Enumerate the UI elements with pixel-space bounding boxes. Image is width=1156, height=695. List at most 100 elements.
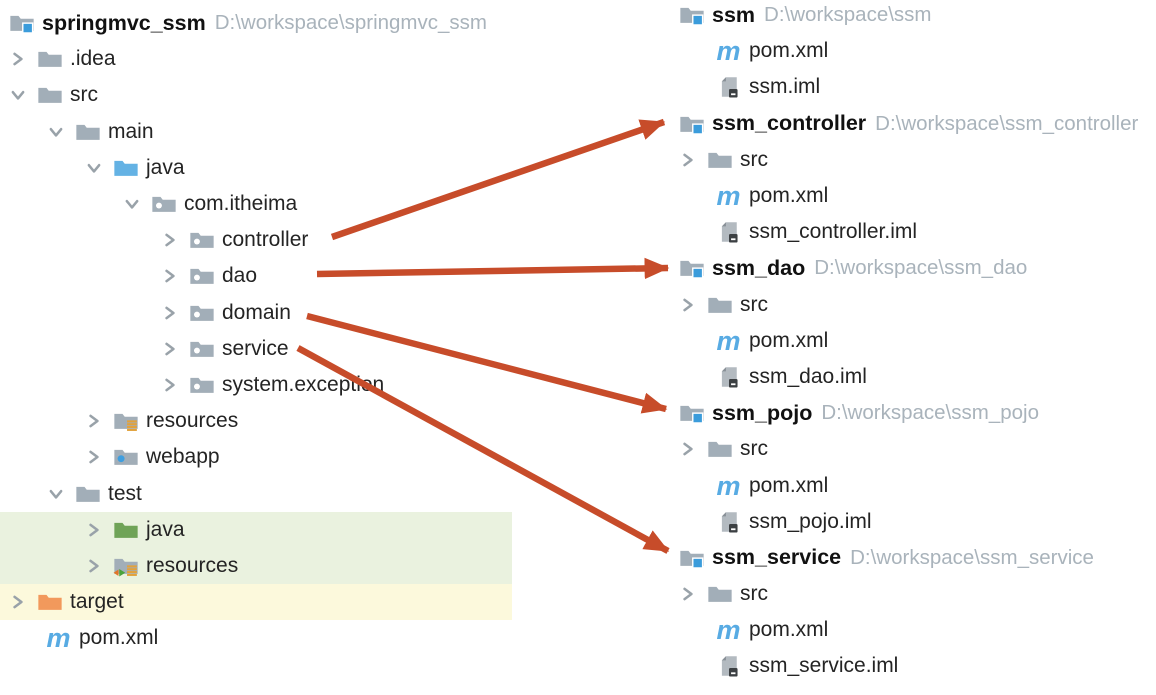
folder-icon — [706, 148, 733, 171]
chevron-right-icon[interactable] — [10, 48, 36, 70]
tree-item-ssm-service-iml[interactable]: ssm_service.iml — [670, 648, 1156, 684]
tree-item-resources-test[interactable]: resources — [0, 547, 512, 584]
package-icon — [188, 229, 215, 252]
project-name: springmvc_ssm — [42, 10, 206, 35]
tree-item-system-exception[interactable]: system.exception — [0, 367, 512, 403]
resources-folder-icon — [112, 410, 139, 433]
chevron-right-icon[interactable] — [10, 591, 36, 613]
tree-item-dao[interactable]: dao — [0, 258, 512, 294]
chevron-right-icon[interactable] — [86, 555, 112, 577]
chevron-spacer — [680, 221, 706, 243]
tree-item-ssm-pom[interactable]: m pom.xml — [670, 33, 1156, 69]
tree-item-ssm-controller-src[interactable]: src — [670, 142, 1156, 178]
chevron-down-icon[interactable] — [48, 121, 74, 143]
tree-item-ssm-pojo[interactable]: ssm_pojo D:\workspace\ssm_pojo — [670, 395, 1156, 431]
chevron-right-icon[interactable] — [86, 519, 112, 541]
chevron-right-icon[interactable] — [680, 149, 706, 171]
tree-item-src[interactable]: src — [0, 77, 512, 113]
tree-item-ssm-pojo-iml[interactable]: ssm_pojo.iml — [670, 504, 1156, 540]
tree-item-pom-xml[interactable]: m pom.xml — [0, 620, 512, 656]
tree-item-ssm-service[interactable]: ssm_service D:\workspace\ssm_service — [670, 540, 1156, 576]
project-path: D:\workspace\ssm_pojo — [821, 401, 1039, 425]
tree-item-resources-main[interactable]: resources — [0, 403, 512, 439]
project-path: D:\workspace\springmvc_ssm — [214, 11, 487, 35]
chevron-spacer — [680, 40, 706, 62]
tree-item-service[interactable]: service — [0, 331, 512, 367]
project-path: D:\workspace\ssm_controller — [875, 111, 1139, 135]
tree-item-ssm-service-pom[interactable]: m pom.xml — [670, 612, 1156, 648]
folder-icon — [36, 84, 63, 107]
webapp-folder-icon — [112, 446, 139, 469]
project-name: ssm_service — [712, 545, 842, 570]
iml-file-icon — [715, 510, 742, 533]
chevron-spacer — [680, 185, 706, 207]
chevron-right-icon[interactable] — [162, 229, 188, 251]
tree-item-ssm-dao-src[interactable]: src — [670, 287, 1156, 323]
project-path: D:\workspace\ssm_service — [850, 545, 1094, 569]
tree-item-domain[interactable]: domain — [0, 295, 512, 331]
chevron-right-icon[interactable] — [162, 302, 188, 324]
tree-item-java-main[interactable]: java — [0, 150, 512, 186]
tree-item-com-itheima[interactable]: com.itheima — [0, 186, 512, 222]
chevron-down-icon[interactable] — [10, 84, 36, 106]
tree-item-ssm-dao-iml[interactable]: ssm_dao.iml — [670, 359, 1156, 395]
chevron-right-icon[interactable] — [162, 338, 188, 360]
package-icon — [188, 265, 215, 288]
tree-item-ssm-controller-iml[interactable]: ssm_controller.iml — [670, 214, 1156, 250]
package-icon — [188, 373, 215, 396]
tree-item-target[interactable]: target — [0, 584, 512, 621]
maven-icon: m — [716, 36, 741, 67]
tree-item-idea[interactable]: .idea — [0, 41, 512, 77]
project-name: ssm — [712, 2, 756, 27]
project-name: ssm_controller — [712, 111, 867, 136]
chevron-right-icon[interactable] — [680, 583, 706, 605]
tree-item-ssm-dao[interactable]: ssm_dao D:\workspace\ssm_dao — [670, 250, 1156, 286]
tree-item-ssm-pojo-src[interactable]: src — [670, 431, 1156, 467]
chevron-spacer — [680, 330, 706, 352]
tree-item-springmvc-ssm[interactable]: springmvc_ssm D:\workspace\springmvc_ssm — [0, 5, 512, 41]
chevron-spacer — [680, 366, 706, 388]
tree-item-ssm-controller-pom[interactable]: m pom.xml — [670, 178, 1156, 214]
folder-icon — [706, 438, 733, 461]
chevron-spacer — [680, 511, 706, 533]
right-projects-tree: ssm D:\workspace\ssm m pom.xml ssm.iml s… — [670, 0, 1156, 685]
excluded-folder-icon — [36, 591, 63, 614]
tree-item-java-test[interactable]: java — [0, 511, 512, 548]
chevron-spacer — [680, 76, 706, 98]
project-folder-icon — [8, 12, 35, 35]
tree-item-ssm-service-src[interactable]: src — [670, 576, 1156, 612]
test-resources-folder-icon — [112, 554, 139, 577]
maven-icon: m — [716, 181, 741, 212]
chevron-right-icon[interactable] — [86, 410, 112, 432]
tree-item-webapp[interactable]: webapp — [0, 439, 512, 475]
tree-item-ssm-iml[interactable]: ssm.iml — [670, 69, 1156, 105]
folder-icon — [706, 583, 733, 606]
chevron-right-icon[interactable] — [162, 374, 188, 396]
source-folder-icon — [112, 156, 139, 179]
folder-icon — [706, 293, 733, 316]
chevron-spacer — [680, 619, 706, 641]
package-icon — [150, 193, 177, 216]
iml-file-icon — [715, 221, 742, 244]
tree-item-ssm-dao-pom[interactable]: m pom.xml — [670, 323, 1156, 359]
chevron-down-icon[interactable] — [124, 193, 150, 215]
chevron-right-icon[interactable] — [680, 438, 706, 460]
tree-item-ssm[interactable]: ssm D:\workspace\ssm — [670, 0, 1156, 33]
project-folder-icon — [678, 4, 705, 27]
project-folder-icon — [678, 402, 705, 425]
test-source-folder-icon — [112, 518, 139, 541]
maven-icon: m — [716, 470, 741, 501]
tree-item-ssm-pojo-pom[interactable]: m pom.xml — [670, 467, 1156, 503]
chevron-spacer — [680, 475, 706, 497]
chevron-down-icon[interactable] — [48, 483, 74, 505]
chevron-spacer — [680, 655, 706, 677]
tree-item-main[interactable]: main — [0, 114, 512, 150]
project-path: D:\workspace\ssm — [764, 3, 932, 27]
tree-item-test[interactable]: test — [0, 475, 512, 511]
chevron-down-icon[interactable] — [86, 157, 112, 179]
chevron-right-icon[interactable] — [162, 265, 188, 287]
chevron-right-icon[interactable] — [680, 294, 706, 316]
tree-item-ssm-controller[interactable]: ssm_controller D:\workspace\ssm_controll… — [670, 106, 1156, 142]
tree-item-controller[interactable]: controller — [0, 222, 512, 258]
chevron-right-icon[interactable] — [86, 446, 112, 468]
